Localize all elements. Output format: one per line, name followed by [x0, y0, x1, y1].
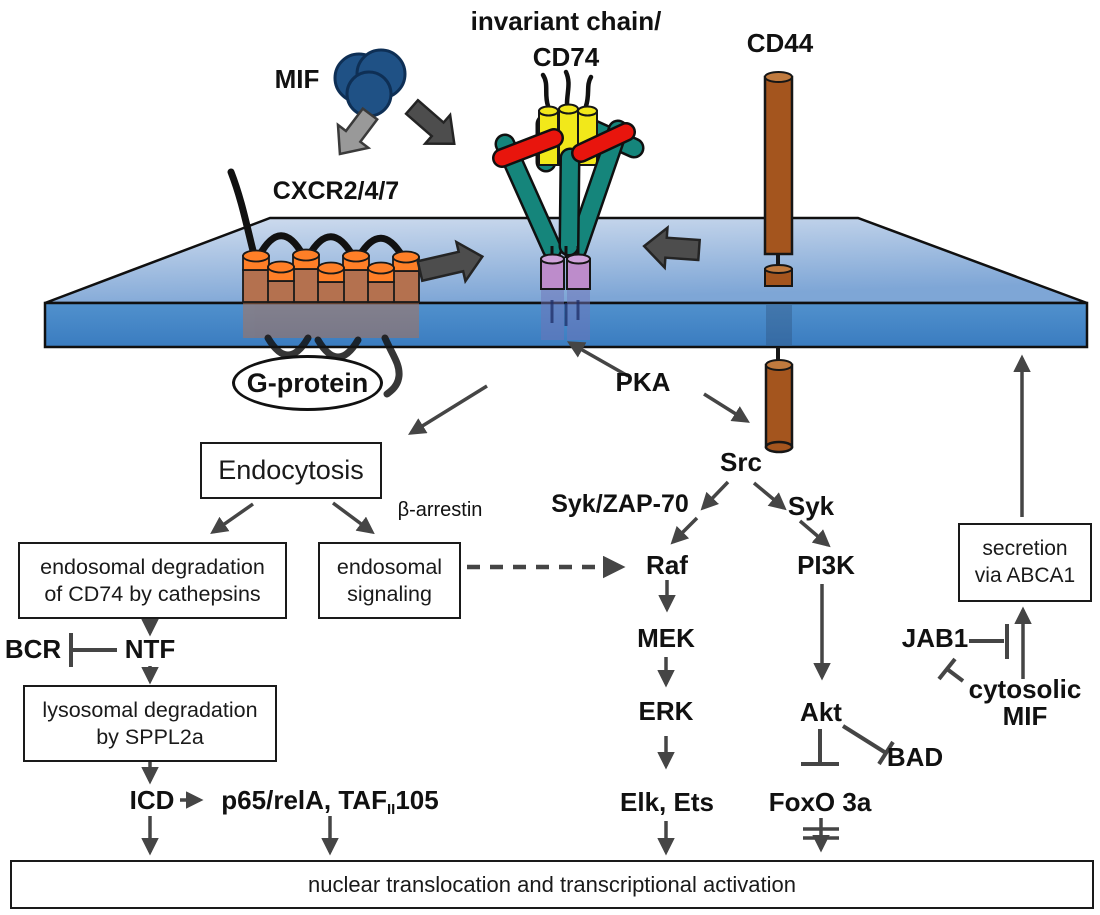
syk-zap70-label: Syk/ZAP-70	[551, 490, 689, 518]
arrow-src-to-syk	[752, 481, 787, 511]
endosomal-degradation-line2: of CD74 by cathepsins	[44, 581, 261, 606]
cd74-transmembrane-stubs	[540, 253, 591, 290]
cxcr-receptor	[227, 168, 420, 398]
mek-label: MEK	[637, 623, 695, 653]
secretion-line1: secretion	[982, 537, 1068, 561]
jab1-label: JAB1	[901, 623, 969, 653]
endosomal-signaling-line2: signaling	[347, 581, 432, 606]
invariant-chain-label-line2: CD74	[532, 42, 600, 72]
src-label: Src	[720, 447, 762, 477]
tbar-cytomif-to-jab1	[937, 657, 965, 683]
ntf-label: NTF	[124, 634, 176, 664]
endosomal-degradation-box: endosomal degradation of CD74 by catheps…	[18, 542, 287, 619]
tbar-jab1-to-secretion-arrow	[969, 624, 1009, 659]
bcr-label: BCR	[4, 634, 62, 664]
p65-subscript: II	[386, 801, 396, 818]
mif-to-cd74-arrow	[404, 98, 456, 145]
foxo3a-label: FoxO 3a	[768, 787, 872, 817]
raf-label: Raf	[646, 550, 688, 580]
cd44-to-cd74-arrow	[642, 225, 702, 271]
inhibition-lines	[69, 624, 1009, 766]
arrow-sykzap70-to-raf	[670, 516, 699, 545]
endosomal-signaling-box: endosomal signaling	[318, 542, 461, 619]
secretion-box: secretion via ABCA1	[958, 523, 1092, 602]
beta-arrestin-label: β-arrestin	[397, 499, 483, 521]
endocytosis-label: Endocytosis	[218, 454, 364, 485]
arrow-syk-to-pi3k	[798, 519, 831, 548]
secretion-line2: via ABCA1	[974, 563, 1076, 587]
lysosomal-degradation-line1: lysosomal degradation	[42, 697, 258, 722]
arrow-pka-to-membrane	[566, 341, 629, 378]
endocytosis-box: Endocytosis	[200, 442, 382, 499]
endosomal-degradation-line1: endosomal degradation	[40, 554, 265, 579]
lysosomal-degradation-box: lysosomal degradation by SPPL2a	[23, 685, 277, 762]
mif-label: MIF	[274, 64, 320, 94]
blocked-arrow-foxo-to-nucleus	[803, 818, 839, 853]
arrow-endocytosis-to-signaling	[331, 501, 375, 535]
mif-to-cxcr-arrow	[336, 106, 379, 156]
endosomal-signaling-line1: endosomal	[336, 554, 443, 579]
p65-taf-label: p65/relA, TAFII105	[221, 785, 439, 818]
cytosolic-mif-line2: MIF	[1002, 701, 1048, 732]
arrow-receptor-to-endocytosis	[408, 384, 488, 435]
bad-label: BAD	[886, 742, 944, 772]
akt-label: Akt	[800, 697, 842, 727]
nuclear-translocation-box: nuclear translocation and transcriptiona…	[10, 860, 1094, 909]
pi3k-label: PI3K	[797, 550, 855, 580]
cd74-squiggles	[540, 69, 594, 109]
cxcr-helices	[242, 248, 420, 303]
cxcr-to-cd74-arrow	[416, 239, 485, 285]
cd74-red-segments	[492, 122, 636, 168]
erk-label: ERK	[638, 696, 694, 726]
cd44-receptor	[763, 71, 794, 454]
arrow-endocytosis-to-degradation	[210, 502, 255, 535]
tbar-akt-to-bad	[841, 724, 895, 766]
p65-suffix: 105	[395, 785, 439, 815]
syk-label: Syk	[787, 491, 835, 521]
elk-ets-label: Elk, Ets	[620, 787, 714, 817]
g-protein-label: G-protein	[246, 367, 369, 398]
cytosolic-mif-label: cytosolic MIF	[968, 674, 1082, 732]
invariant-chain-label-line1: invariant chain/	[470, 6, 662, 36]
mif-trimer	[333, 48, 407, 118]
lysosomal-degradation-line2: by SPPL2a	[96, 724, 204, 749]
cd44-label: CD44	[746, 28, 814, 58]
tbar-akt-to-foxo	[801, 729, 839, 766]
arrow-src-to-sykzap70	[700, 480, 730, 511]
nuclear-translocation-label: nuclear translocation and transcriptiona…	[308, 871, 796, 897]
tbar-ntf-to-bcr	[69, 633, 117, 667]
cxcr-label: CXCR2/4/7	[272, 177, 400, 205]
icd-label: ICD	[129, 785, 175, 815]
arrow-pka-to-src	[703, 392, 750, 423]
p65-prefix: p65/relA, TAF	[221, 785, 387, 815]
pka-label: PKA	[615, 367, 671, 397]
g-protein-node: G-protein	[232, 355, 383, 411]
cytosolic-mif-line1: cytosolic	[968, 674, 1082, 704]
cd74-receptor	[492, 69, 645, 340]
